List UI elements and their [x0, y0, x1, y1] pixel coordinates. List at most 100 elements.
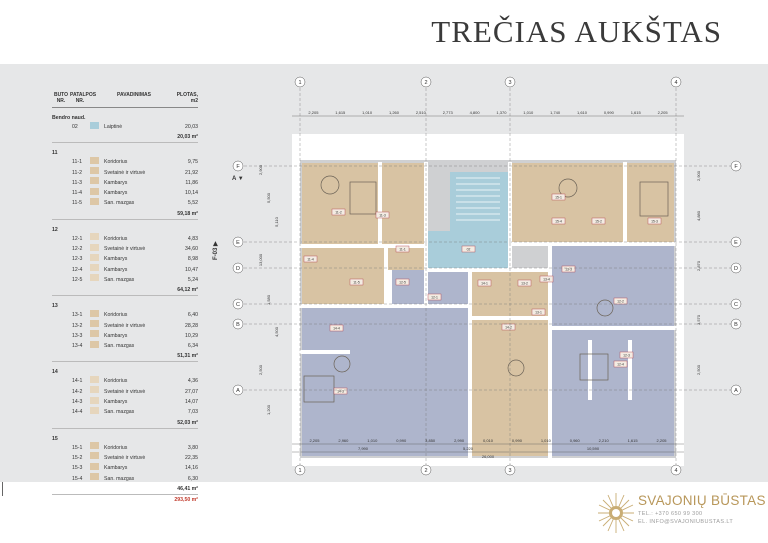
room-label-box	[329, 324, 344, 332]
axis-bubble	[504, 464, 516, 476]
legend-cell-num: 11-2	[72, 169, 82, 176]
bottom-dimension: 3,850	[425, 438, 436, 443]
legend-group-total: 64,12 m²	[52, 285, 198, 297]
room-label-box	[619, 351, 634, 359]
legend-cell-area: 11,86	[185, 179, 198, 186]
room-label: 13-1	[535, 310, 542, 314]
axis-label: A	[734, 388, 738, 394]
bottom-dimension: 0,990	[396, 438, 407, 443]
legend-cell-name: Svetainė ir virtuvė	[104, 246, 146, 253]
legend-cell-area: 4,36	[187, 378, 198, 385]
bottom-dimension: 0,990	[512, 438, 523, 443]
room-label-box	[427, 293, 442, 301]
legend-cell-swatch	[90, 243, 104, 255]
color-swatch	[90, 309, 99, 317]
bottom-dimension: 1,615	[628, 438, 639, 443]
color-swatch	[90, 375, 99, 383]
legend-cell-swatch	[90, 330, 104, 341]
legend-cell-swatch	[90, 462, 104, 474]
left-dimension: 2,500	[258, 364, 263, 375]
top-dimension: 1,370	[496, 110, 507, 115]
legend-cell-name: Svetainė ir virtuvė	[104, 169, 146, 176]
color-swatch	[90, 253, 99, 261]
top-dimension: 2,773	[443, 110, 454, 115]
legend-cell-swatch	[90, 264, 104, 275]
legend-cell-name: Kambarys	[104, 399, 128, 406]
color-swatch	[90, 156, 99, 164]
legend-cell-name: Koridorius	[104, 312, 128, 319]
legend-cell-name: San. mazgas	[104, 200, 135, 207]
brand-phone: TEL.: +370 650 99 300	[638, 511, 703, 517]
axis-bubble	[294, 464, 306, 476]
axis-bubble	[670, 76, 682, 88]
room-label-box	[375, 211, 390, 219]
axis-label: 3	[508, 468, 511, 474]
axis-bubble	[232, 298, 244, 310]
axis-label: 1	[298, 80, 301, 86]
top-dimension: 1,615	[631, 110, 642, 115]
legend-cell-num: 12-2	[72, 246, 83, 253]
legend-cell-swatch	[90, 442, 104, 453]
legend-cell-swatch	[90, 340, 104, 352]
legend-cell-swatch	[90, 177, 104, 188]
top-dimension: 2,205	[308, 110, 319, 115]
room-label-box	[591, 217, 606, 225]
legend-cell-swatch	[90, 233, 104, 244]
legend-cell-num: 12-4	[72, 266, 83, 273]
room-label-box	[303, 255, 318, 263]
room-label-box	[551, 217, 566, 225]
legend-cell-num: 11-4	[72, 190, 82, 197]
legend-group-title: Bendro naud.	[52, 115, 86, 121]
legend-cell-name: Laiptinė	[104, 124, 123, 130]
color-swatch	[90, 386, 99, 394]
axis-bubble	[670, 464, 682, 476]
top-dimension: 1,010	[523, 110, 534, 115]
room-label-box	[647, 217, 662, 225]
furniture-symbols	[303, 175, 669, 403]
axis-label: 1	[298, 468, 301, 474]
room-label: 12-3	[623, 353, 630, 357]
right-dimension: 2,870	[696, 260, 701, 271]
color-swatch	[90, 243, 99, 251]
left-dimension: 13,000	[258, 253, 263, 266]
room-label-box	[333, 387, 348, 395]
axis-bubble	[420, 464, 432, 476]
legend-cell-num: 15-2	[72, 454, 83, 461]
axis-bubble	[730, 236, 742, 248]
legend-cell-name: San. mazgas	[104, 276, 135, 283]
top-dimension: 1,740	[550, 110, 561, 115]
legend-cell-name: Svetainė ir virtuvė	[104, 388, 146, 395]
page-title: TREČIAS AUKŠTAS	[431, 14, 722, 49]
legend-cell-area: 10,14	[185, 190, 198, 197]
room-label: 11-2	[335, 210, 342, 214]
top-dimension: 2,510	[416, 110, 427, 115]
legend-group-title: 15	[52, 435, 58, 442]
legend-group-total: 46,41 m²	[52, 484, 198, 495]
room-label: 12-4	[617, 362, 624, 366]
apartment-12-zone	[552, 244, 674, 456]
axis-bubble	[730, 298, 742, 310]
legend-cell-area: 22,35	[185, 454, 198, 461]
legend-cell-swatch	[90, 386, 104, 397]
legend-cell-num: 12-5	[72, 276, 83, 283]
color-swatch	[90, 264, 99, 272]
legend-cell-num: 14-4	[72, 409, 83, 416]
legend-cell-name: Koridorius	[104, 444, 128, 451]
room-label-box	[561, 265, 576, 273]
room-label: 14-3	[337, 389, 344, 393]
room-label: 14-1	[481, 281, 488, 285]
top-dimension: 2,205	[658, 110, 669, 115]
axis-bubble	[730, 384, 742, 396]
room-label-box	[461, 245, 476, 253]
legend-cell-area: 10,47	[185, 266, 198, 273]
legend-cell-area: 20,03	[185, 124, 198, 130]
room-label-box	[477, 279, 492, 287]
header-swatch	[90, 92, 104, 104]
